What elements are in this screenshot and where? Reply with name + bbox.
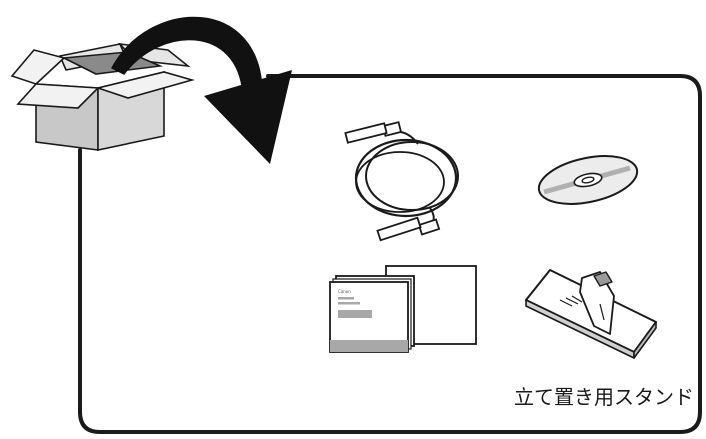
curved-arrow-down-icon [111,16,292,164]
cd-disc-icon [537,155,639,205]
manual-brand-text: Canon [338,289,351,294]
stand-label: 立て置き用スタンド [514,385,694,409]
open-box-icon [10,42,195,151]
manuals-icon: Canon [329,265,477,353]
contents-frame [78,74,702,434]
stand-icon [525,269,657,359]
usb-cable-icon [344,121,459,242]
